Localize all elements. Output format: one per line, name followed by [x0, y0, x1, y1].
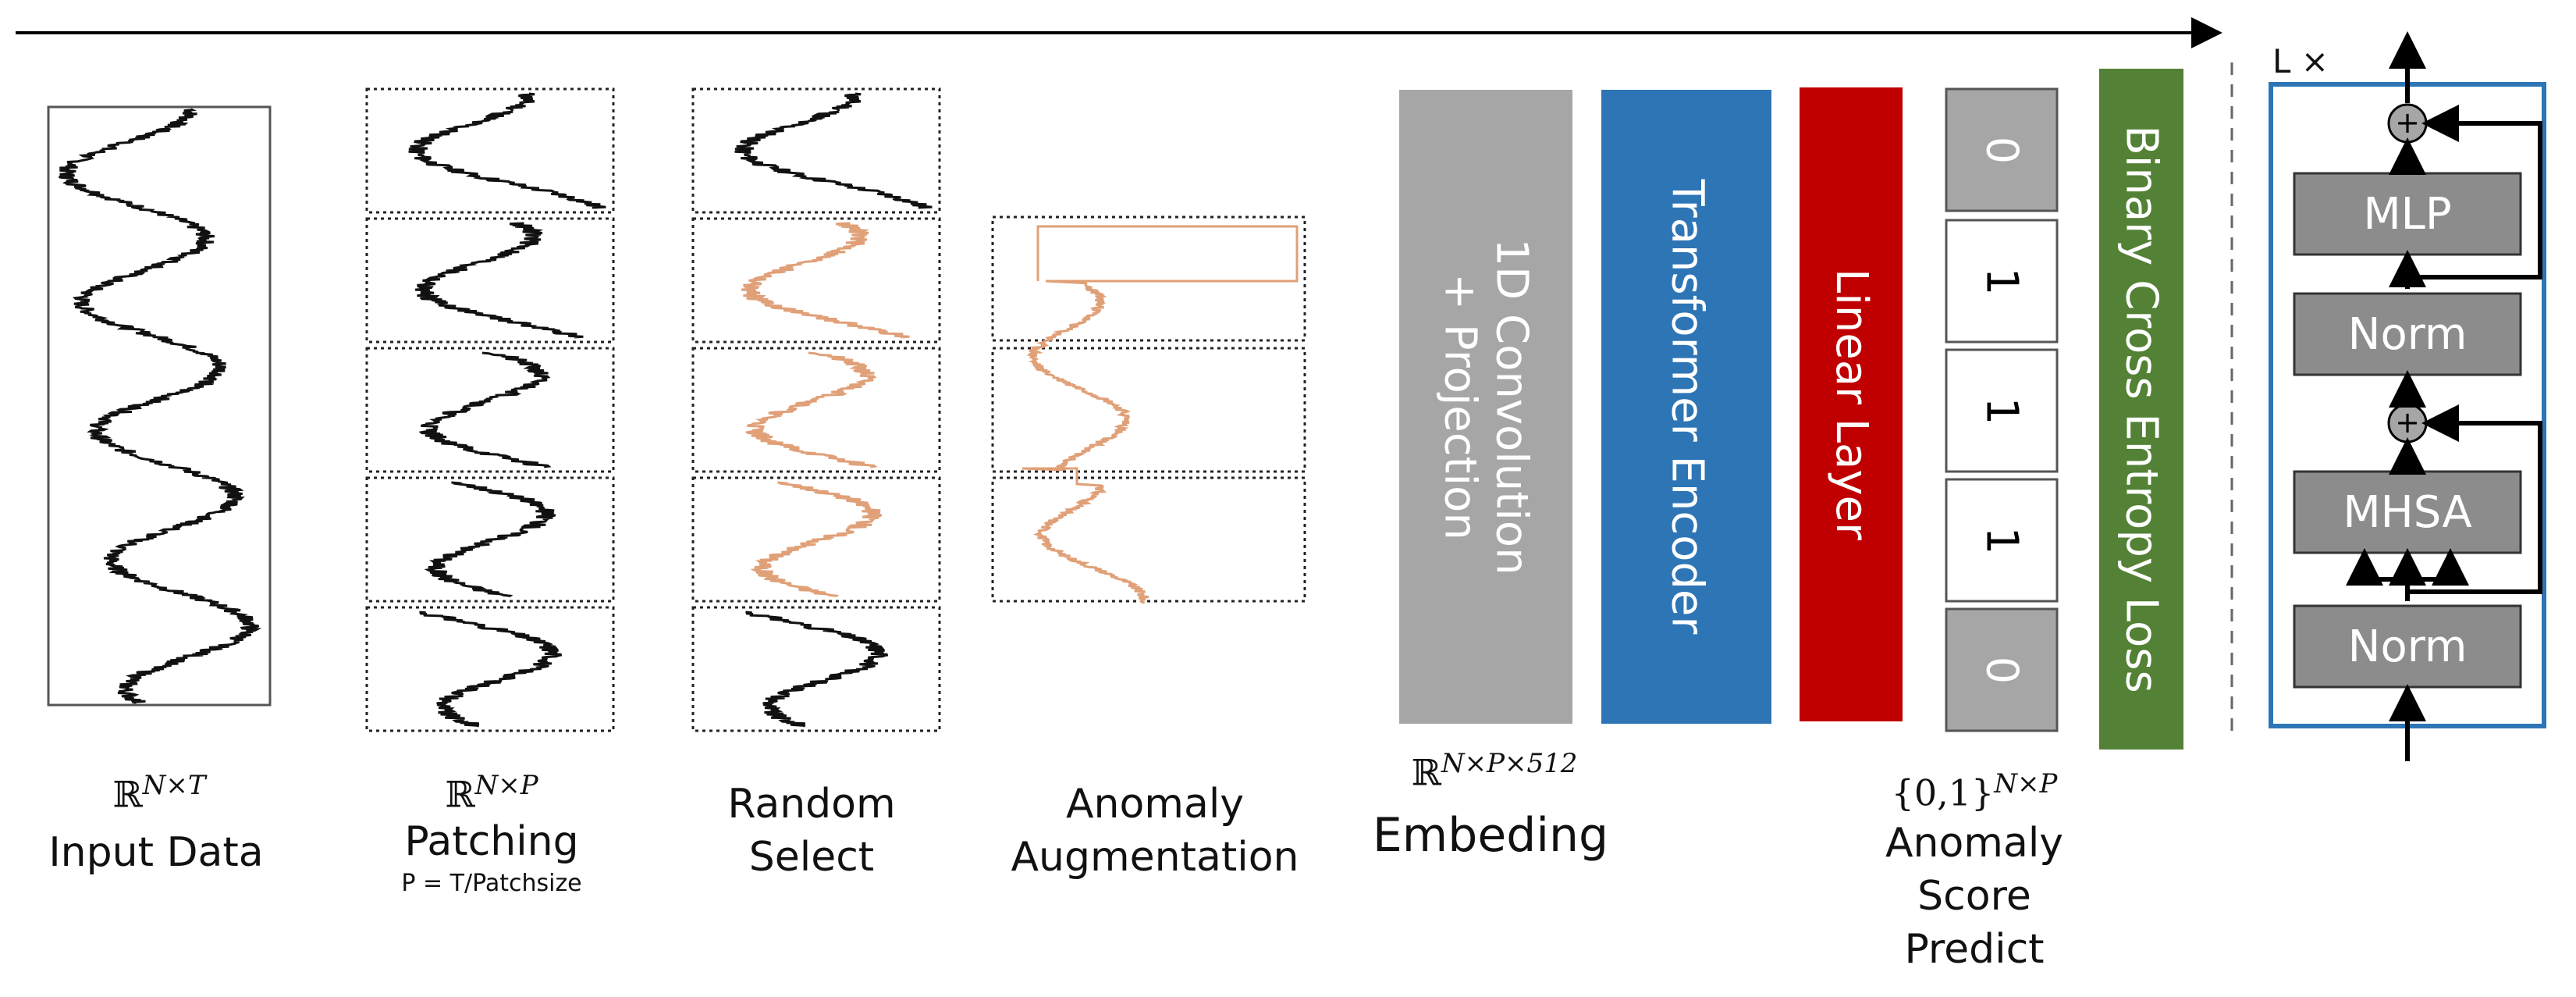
mlp-box	[2293, 172, 2522, 256]
score-cell	[1945, 219, 2059, 344]
patching-panels	[365, 87, 615, 732]
add-symbol-top: +	[2395, 105, 2420, 140]
score-label-line3: Predict	[1904, 926, 2045, 973]
conv-projection-block: 1D Convolution + Projection	[1399, 90, 1572, 724]
score-cell-value: 1	[1976, 397, 2027, 425]
patch-panels-box	[365, 347, 615, 473]
score-cell	[1945, 607, 2059, 732]
score-label-line2: Score	[1917, 873, 2031, 920]
random-panels-box	[691, 217, 941, 344]
patch-panels-box	[365, 217, 615, 344]
transformer-encoder-text: Transformer Encoder	[1661, 179, 1712, 635]
score-math-label: {0,1}N×P	[1891, 768, 2058, 814]
aug-signal	[1022, 225, 1299, 604]
random-panels-signal	[745, 611, 889, 728]
random-panels-box	[691, 606, 941, 732]
conv-line2: + Projection	[1435, 273, 1487, 540]
mlp-label: MLP	[2363, 188, 2452, 240]
aug-box	[991, 476, 1306, 603]
patch-panels-box	[365, 87, 615, 214]
patch-panels-signal	[419, 611, 563, 728]
random-select-panels	[691, 87, 941, 732]
repeat-label: L ×	[2272, 42, 2329, 80]
bce-loss-text: Binary Cross Entropy Loss	[2116, 125, 2168, 693]
input-signal	[59, 108, 262, 704]
aug-box	[991, 347, 1306, 473]
patch-panels-signal	[408, 92, 606, 209]
transformer-encoder-block: Transformer Encoder	[1601, 90, 1771, 724]
linear-layer-text: Linear Layer	[1826, 269, 1878, 540]
conv-line1: 1D Convolution	[1487, 238, 1538, 575]
anomaly-augmentation-panels	[991, 215, 1306, 604]
score-cell	[1945, 87, 2059, 212]
patch-panels-box	[365, 476, 615, 603]
random-panels-signal	[750, 481, 883, 598]
add-symbol-mid: +	[2395, 405, 2420, 440]
linear-layer-block: Linear Layer	[1800, 87, 1903, 721]
score-cell-value: 1	[1976, 267, 2027, 295]
aug-box	[991, 215, 1306, 342]
patch-panels-signal	[414, 222, 584, 339]
random-panels-box	[691, 87, 941, 214]
norm-top-box	[2293, 292, 2522, 376]
patch-panels-box	[365, 606, 615, 732]
patching-label: Patching	[404, 818, 579, 865]
input-math-label: ℝN×T	[112, 770, 206, 816]
anomaly-aug-label-line1: Anomaly	[1065, 781, 1245, 828]
norm-bottom-box	[2293, 604, 2522, 689]
score-cell-value: 0	[1976, 656, 2027, 684]
mhsa-label: MHSA	[2343, 486, 2472, 538]
patch-panels-signal	[424, 481, 556, 598]
score-label-line1: Anomaly	[1885, 820, 2064, 867]
patching-math-label: ℝN×P	[445, 770, 538, 816]
mhsa-box	[2293, 470, 2522, 554]
random-select-label-line1: Random	[727, 781, 896, 828]
score-cell-value: 0	[1976, 136, 2027, 164]
bce-loss-block: Binary Cross Entropy Loss	[2099, 69, 2183, 750]
random-panels-box	[691, 476, 941, 603]
score-cell	[1945, 478, 2059, 603]
norm-bottom-label: Norm	[2347, 621, 2468, 672]
embed-label: Embeding	[1372, 808, 1609, 863]
input-data-label: Input Data	[48, 829, 264, 876]
encoder-flow-arrows	[2346, 31, 2542, 761]
random-select-label-line2: Select	[748, 834, 875, 881]
score-cells	[1945, 87, 2059, 732]
random-panels-signal	[744, 351, 878, 468]
norm-top-label: Norm	[2347, 308, 2468, 360]
patching-note: P = T/Patchsize	[401, 870, 582, 897]
input-data-panel	[47, 105, 272, 707]
random-panels-signal	[734, 92, 933, 209]
anomaly-aug-label-line2: Augmentation	[1011, 834, 1299, 881]
score-cell-value: 1	[1976, 526, 2027, 554]
random-panels-box	[691, 347, 941, 473]
patch-panels-signal	[418, 351, 552, 468]
score-cell	[1945, 348, 2059, 473]
random-panels-signal	[741, 222, 910, 339]
embed-math-label: ℝN×P×512	[1411, 748, 1578, 794]
